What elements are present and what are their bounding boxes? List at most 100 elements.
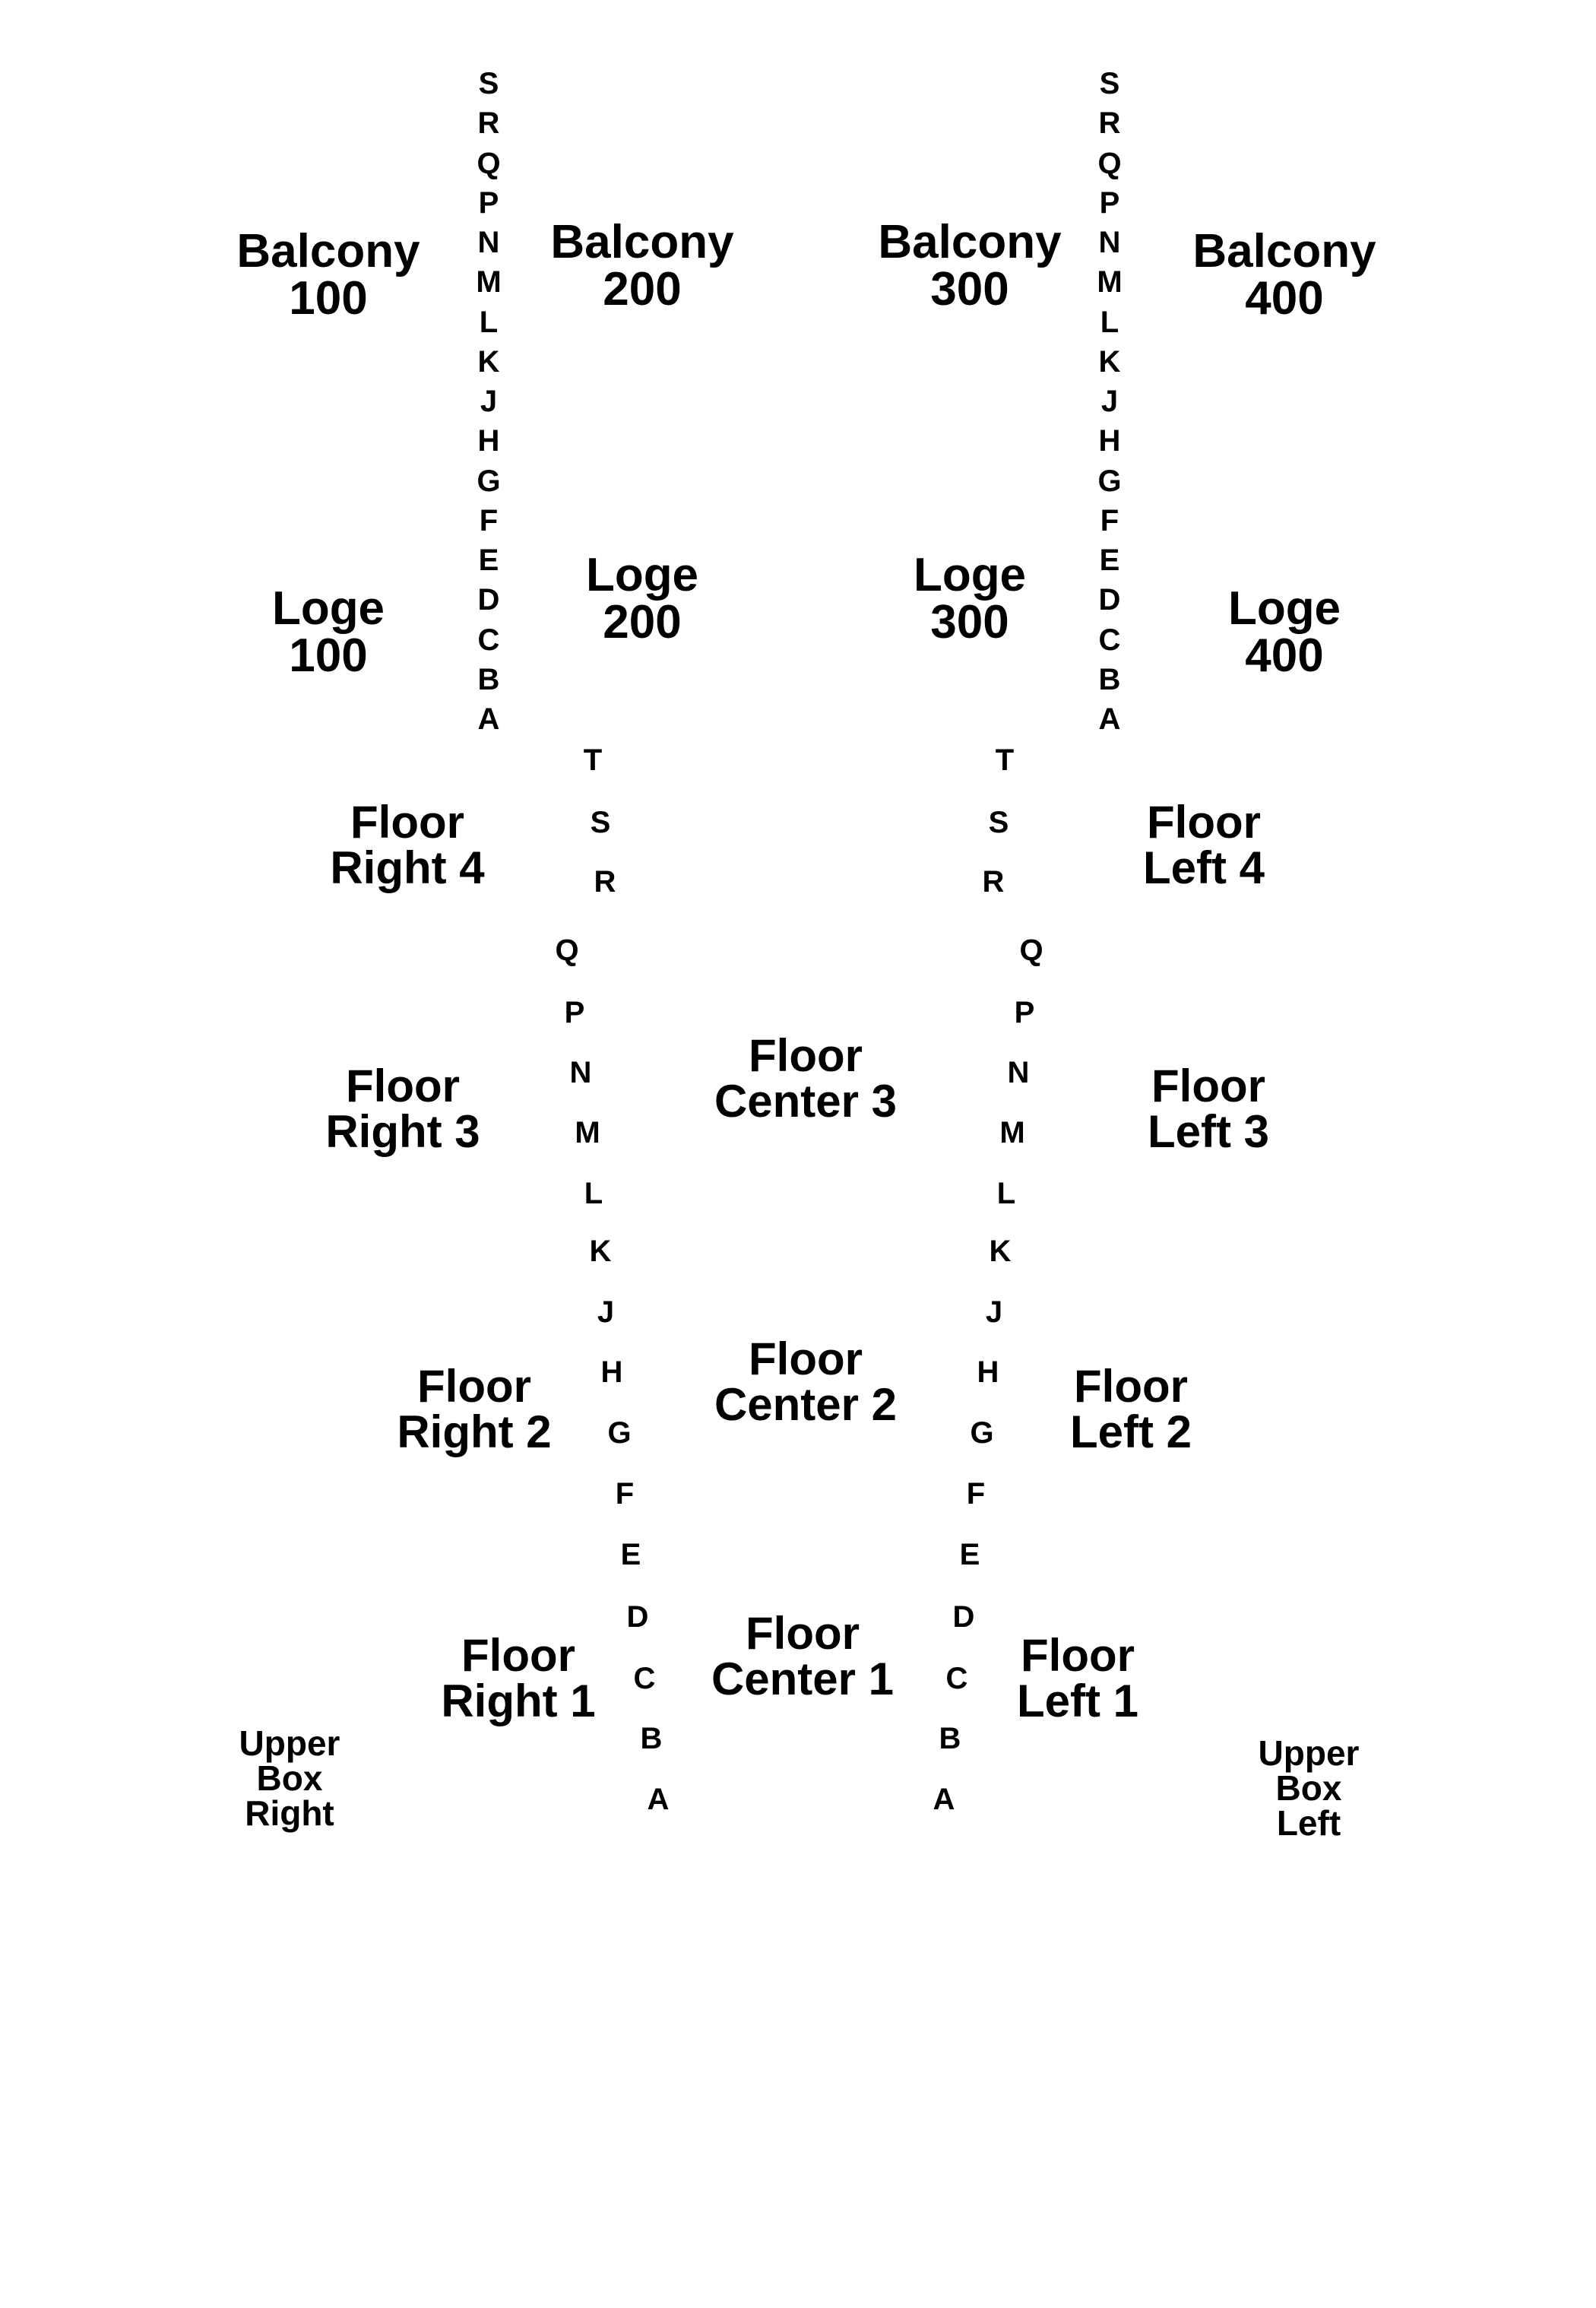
row-letter-balcony-loge-aisle-left: M <box>476 265 502 300</box>
section-label-line: Loge <box>1227 582 1341 635</box>
row-letter-floor-aisle-left: Q <box>555 934 579 967</box>
section-label-line: Center 2 <box>714 1379 898 1430</box>
row-letter-balcony-loge-aisle-right: Q <box>1097 146 1122 180</box>
row-letter-floor-aisle-right: D <box>952 1600 975 1634</box>
row-letter-balcony-loge-aisle-left: N <box>477 226 500 259</box>
row-letter-balcony-loge-aisle-right: S <box>1099 67 1120 100</box>
row-letter-floor-aisle-left: D <box>626 1600 649 1634</box>
row-letter-balcony-loge-aisle-right: M <box>1097 265 1123 300</box>
section-label-line: Floor <box>1074 1361 1188 1412</box>
row-letter-floor-aisle-left: C <box>633 1662 656 1695</box>
row-letter-floor-aisle-right: M <box>999 1116 1025 1149</box>
section-label-line: 200 <box>603 263 682 315</box>
row-letter-balcony-loge-aisle-right: C <box>1098 623 1121 657</box>
section-label-line: Upper <box>239 1723 340 1763</box>
row-letter-floor-aisle-left: M <box>575 1116 600 1149</box>
section-label-line: Loge <box>913 549 1027 601</box>
row-letter-floor-aisle-left: N <box>569 1056 592 1089</box>
section-label-line: Upper <box>1258 1733 1360 1773</box>
row-letter-balcony-loge-aisle-right: K <box>1098 344 1121 379</box>
section-label-line: Left 4 <box>1142 842 1265 893</box>
row-letter-floor-aisle-right: N <box>1007 1056 1030 1089</box>
section-label-line: 100 <box>289 629 368 682</box>
section-label-line: Balcony <box>878 216 1062 268</box>
row-letter-floor-aisle-right: J <box>985 1295 1003 1329</box>
row-letter-floor-aisle-right: R <box>982 865 1005 899</box>
row-letter-floor-aisle-right: F <box>966 1477 986 1511</box>
section-label-line: Floor <box>350 797 464 848</box>
row-letter-floor-aisle-right: E <box>959 1538 980 1571</box>
row-letter-balcony-loge-aisle-left: E <box>478 544 499 577</box>
row-letter-floor-aisle-right: P <box>1014 996 1035 1029</box>
row-letter-floor-aisle-left: B <box>640 1722 663 1755</box>
section-label-line: Floor <box>417 1361 531 1412</box>
row-letter-balcony-loge-aisle-left: L <box>479 305 499 339</box>
row-letter-floor-aisle-right: T <box>995 743 1015 777</box>
row-letter-balcony-loge-aisle-left: G <box>477 464 501 498</box>
row-letter-floor-aisle-left: R <box>594 865 616 899</box>
row-letter-balcony-loge-aisle-right: A <box>1098 702 1121 736</box>
section-label-line: 400 <box>1245 629 1324 682</box>
row-letter-floor-aisle-right: A <box>933 1783 955 1816</box>
section-label-line: Balcony <box>236 225 420 277</box>
section-label-line: Balcony <box>550 216 734 268</box>
section-label-line: Balcony <box>1192 225 1376 277</box>
row-letter-floor-aisle-left: F <box>615 1477 635 1511</box>
section-label-line: Floor <box>1021 1630 1135 1681</box>
row-letter-floor-aisle-left: K <box>589 1235 612 1268</box>
row-letter-balcony-loge-aisle-left: J <box>480 385 498 418</box>
row-letter-balcony-loge-aisle-left: B <box>477 662 500 696</box>
row-letter-balcony-loge-aisle-left: R <box>477 106 500 141</box>
row-letter-balcony-loge-aisle-left: K <box>477 344 500 379</box>
row-letter-balcony-loge-aisle-right: N <box>1098 226 1121 259</box>
row-letter-floor-aisle-left: G <box>607 1416 632 1450</box>
row-letter-floor-aisle-right: C <box>945 1662 968 1695</box>
section-label-line: Floor <box>749 1333 863 1384</box>
row-letter-floor-aisle-right: L <box>996 1177 1016 1210</box>
row-letter-balcony-loge-aisle-left: Q <box>477 146 501 180</box>
section-label-line: Floor <box>346 1060 460 1111</box>
row-letter-floor-aisle-left: E <box>620 1538 641 1571</box>
row-letter-floor-aisle-left: A <box>647 1783 670 1816</box>
row-letter-balcony-loge-aisle-left: A <box>477 702 500 736</box>
section-label-line: Floor <box>1147 797 1261 848</box>
section-label-line: 300 <box>930 596 1009 648</box>
row-letter-balcony-loge-aisle-left: D <box>477 583 500 617</box>
section-label-line: Floor <box>746 1608 860 1659</box>
row-letter-floor-aisle-left: L <box>584 1177 603 1210</box>
row-letter-balcony-loge-aisle-right: P <box>1099 185 1120 220</box>
row-letter-floor-aisle-left: S <box>590 806 611 839</box>
row-letter-balcony-loge-aisle-right: J <box>1100 385 1119 418</box>
section-label-line: Floor <box>1151 1060 1265 1111</box>
section-label-line: 300 <box>930 263 1009 315</box>
row-letter-floor-aisle-right: S <box>988 806 1009 839</box>
section-label-line: Left <box>1276 1803 1341 1843</box>
row-letter-floor-aisle-left: J <box>597 1295 615 1329</box>
section-label-line: Center 1 <box>711 1653 895 1704</box>
row-letter-balcony-loge-aisle-right: L <box>1100 305 1119 339</box>
row-letter-floor-aisle-right: B <box>939 1722 961 1755</box>
section-label-line: 100 <box>289 272 368 325</box>
row-letter-balcony-loge-aisle-left: F <box>479 503 499 537</box>
row-letter-balcony-loge-aisle-left: P <box>478 185 499 220</box>
section-label-line: Floor <box>461 1630 575 1681</box>
section-label-line: Right 1 <box>441 1676 596 1726</box>
row-letter-balcony-loge-aisle-right: B <box>1098 662 1121 696</box>
section-label-line: Loge <box>271 582 385 635</box>
row-letter-floor-aisle-right: H <box>977 1355 999 1389</box>
